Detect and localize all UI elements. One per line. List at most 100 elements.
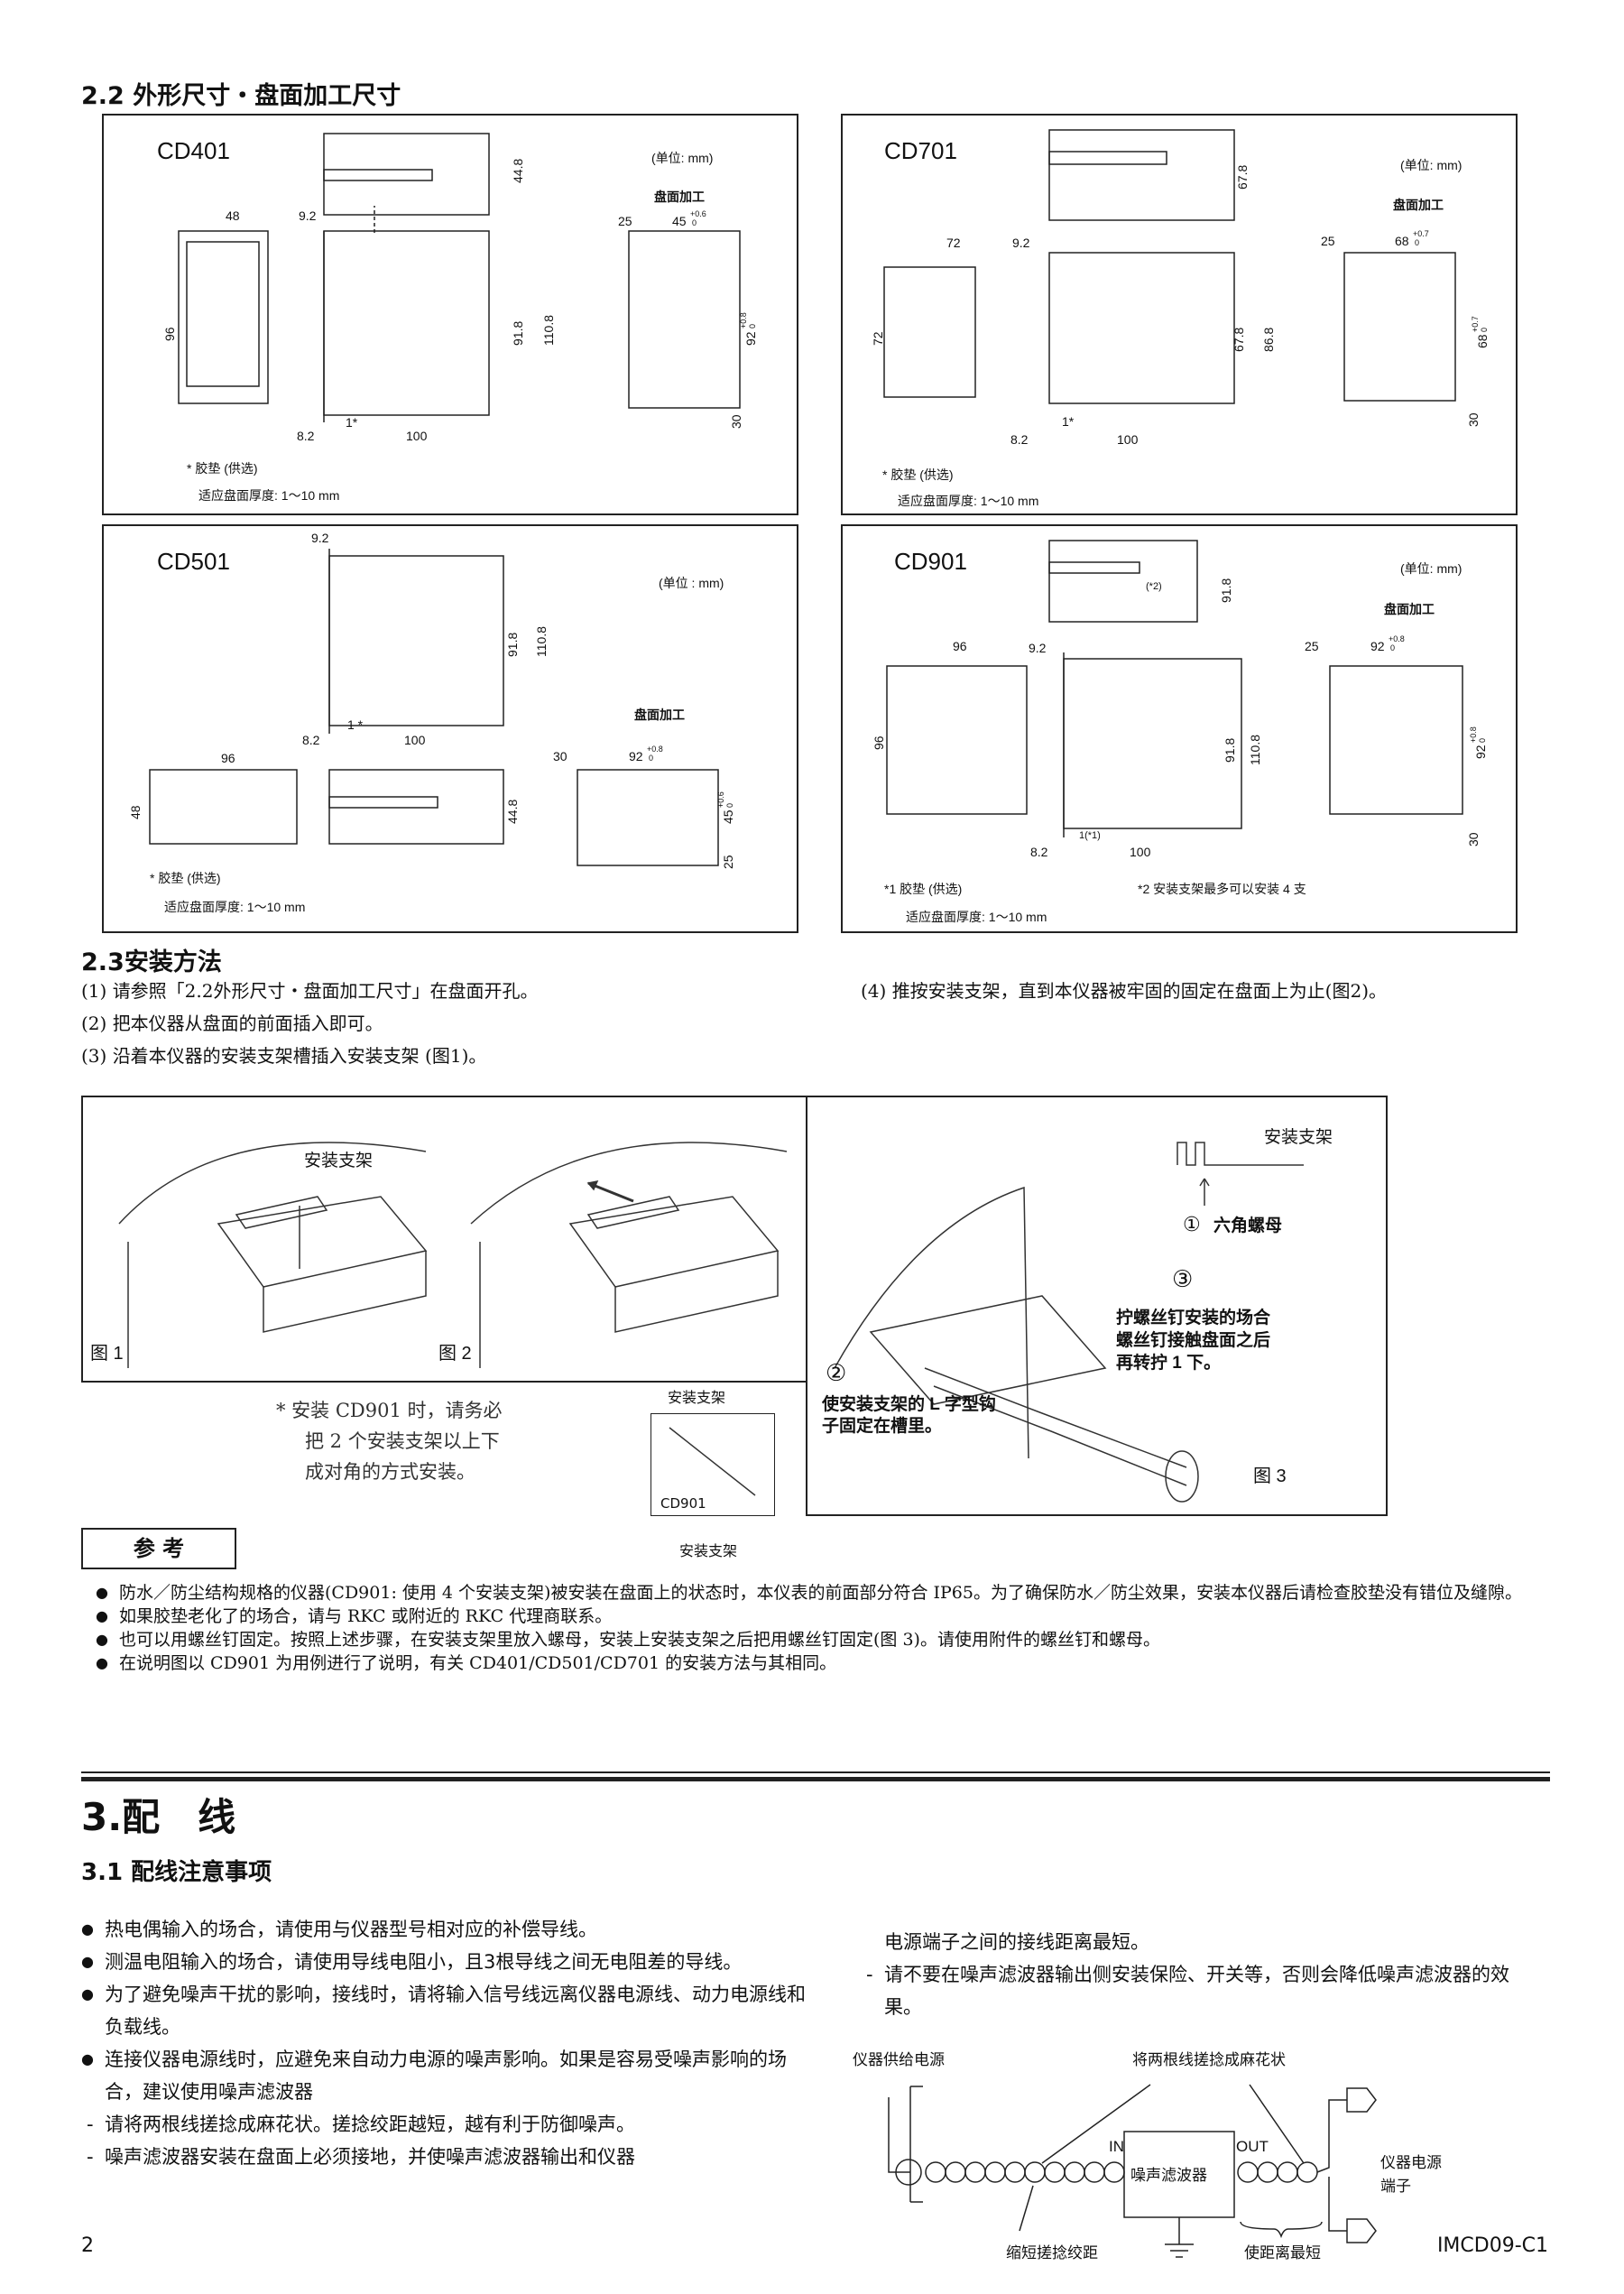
hex-nut-label: 六角螺母 [1213,1215,1282,1235]
page-number: 2 [81,2234,94,2257]
model-label: CD401 [157,137,230,164]
mini-bracket-bottom-label: 安装支架 [679,1542,738,1559]
note-line: 成对角的方式安装。 [305,1461,475,1483]
dim: 68 [1475,334,1490,348]
figure-2-caption: 图 2 [438,1344,472,1364]
dim: 1* [346,415,358,430]
tolerance: +0.8 [1389,634,1405,643]
dim: 96 [872,735,886,750]
reference-item: 也可以用螺丝钉固定。按照上述步骤，在安装支架里放入螺母，安装上安装支架之后把用螺… [96,1628,1548,1651]
step-1-marker: ① [1183,1213,1201,1235]
install-step-1: (1) 请参照「2.2外形尺寸・盘面加工尺寸」在盘面开孔。 [81,980,539,1002]
in-label: IN [1109,2138,1124,2155]
dim: 48 [226,208,240,223]
install-illustration-1-2: 安装支架 图 1 图 2 [90,1142,788,1368]
note-line: * 安装 CD901 时，请务必 [276,1400,503,1421]
install-illustration-3: 安装支架 ① 六角螺母 ③ 拧螺丝钉安装的场合 螺丝钉接触盘面之后 再转拧 1 … [821,1127,1333,1503]
tolerance: +0.8 [647,745,663,754]
cd901-install-note: * 安装 CD901 时，请务必 把 2 个安装支架以上下 成对角的方式安装。 [276,1395,503,1487]
cd501-dimension-figure: CD501 9.2 (单位 : mm) 91.8 110.8 8.2 1 * 1… [102,524,798,933]
panel-cutout-label: 盘面加工 [634,708,685,722]
dim: 86.8 [1261,328,1276,352]
dim: 72 [946,236,961,250]
section-2-2-title: 2.2 外形尺寸・盘面加工尺寸 [81,82,401,110]
section-3-title: 3.配 线 [81,1795,236,1839]
dim: 96 [221,751,235,765]
tolerance: 0 [1415,238,1419,247]
cd501-drawing: CD501 9.2 (单位 : mm) 91.8 110.8 8.2 1 * 1… [128,531,735,914]
dim: 30 [553,749,567,763]
filter-label: 噪声滤波器 [1130,2167,1207,2184]
dim: 1* [1062,414,1075,429]
wiring-dash: 请将两根线搓捻成麻花状。搓捻绞距越短，越有利于防御噪声。 [81,2108,812,2141]
dim: 92 [1473,745,1488,759]
supply-label: 仪器供给电源 [853,2051,945,2068]
dim: 44.8 [505,800,520,824]
dim: 92 [743,331,758,346]
cd701-drawing: CD701 (单位: mm) 盘面加工 72 9.2 72 67.8 86.8 … [871,129,1490,508]
cd901-dimension-figure: CD901 91.8 (*2) (单位: mm) 盘面加工 25 92 +0.8… [841,524,1518,933]
figure-1-2-panel: 安装支架 图 1 图 2 [81,1096,807,1383]
panel-cutout-label: 盘面加工 [654,190,705,204]
model-label: CD901 [894,548,967,575]
gasket-note: * 胶垫 (供选) [187,461,258,476]
screw-note-line: 拧螺丝钉安装的场合 [1116,1307,1271,1327]
diagonal-arrow-icon [669,1427,756,1496]
mini-bracket-top-label: 安装支架 [668,1389,726,1406]
figure-1-caption: 图 1 [90,1344,124,1364]
dim: 8.2 [1030,845,1048,859]
tolerance: +0.6 [690,209,706,218]
ac-source-icon [895,2159,922,2186]
supply-arrow-icon [888,2097,910,2173]
tolerance: 0 [692,218,697,227]
wiring-dash: 噪声滤波器安装在盘面上必须接地，并使噪声滤波器输出和仪器 [81,2141,812,2173]
dim: 25 [618,214,632,228]
cd901-drawing: CD901 91.8 (*2) (单位: mm) 盘面加工 25 92 +0.8… [872,540,1488,924]
tolerance: +0.7 [1471,316,1480,332]
dim: 96 [953,639,967,653]
dim: 25 [1321,234,1335,248]
tolerance: 0 [1390,643,1395,652]
reference-item: 防水／防尘结构规格的仪器(CD901: 使用 4 个安装支架)被安装在盘面上的状… [96,1581,1548,1605]
panel-thickness-note: 适应盘面厚度: 1～10 mm [164,900,305,914]
unit-label: (单位: mm) [1400,158,1462,172]
wiring-dash: 请不要在噪声滤波器输出侧安装保险、开关等，否则会降低噪声滤波器的效果。 [861,1958,1528,2023]
screw-note-line: 再转拧 1 下。 [1116,1352,1221,1373]
panel-thickness-note: 适应盘面厚度: 1～10 mm [906,910,1047,924]
dim: 8.2 [1010,432,1029,447]
tolerance: 0 [748,324,757,328]
figure-3-caption: 图 3 [1253,1466,1287,1486]
bracket-label: 安装支架 [1264,1127,1333,1147]
dim: 1(*1) [1079,830,1101,841]
twisted-wire-icon [925,2161,1318,2183]
terminal-label: 仪器电源 [1380,2154,1442,2171]
hook-note-line: 使安装支架的 L 字型钩 [821,1393,996,1414]
dim: 96 [162,327,177,341]
dim: 92 [1370,639,1385,653]
dim: 91.8 [1223,738,1237,763]
screw-note-line: 螺丝钉接触盘面之后 [1116,1329,1270,1350]
dim: 91.8 [1219,578,1233,603]
dim: 9.2 [299,208,317,223]
reference-title: 参 考 [81,1528,236,1569]
dim: 67.8 [1232,328,1246,352]
model-label: CD701 [884,137,957,164]
model-label: CD501 [157,548,230,575]
twist-label: 将两根线搓捻成麻花状 [1132,2051,1286,2068]
dim: 67.8 [1235,165,1250,190]
terminal-label: 端子 [1380,2178,1411,2195]
shortest-label: 使距离最短 [1244,2243,1321,2262]
dim: 72 [871,331,885,346]
dim: 91.8 [505,633,520,657]
section-divider-bottom [81,1777,1550,1781]
gasket-note: * 胶垫 (供选) [882,467,954,482]
dim: 91.8 [511,321,525,346]
dim: 8.2 [302,733,320,747]
cd401-drawing: CD401 (单位: mm) 盘面加工 48 9.2 96 91.8 110.8… [157,133,758,503]
terminal-icon [1346,2087,1377,2113]
wiring-notes-right: 电源端子之间的接线距离最短。 请不要在噪声滤波器输出侧安装保险、开关等，否则会降… [861,1926,1528,2023]
panel-cutout-label: 盘面加工 [1384,602,1435,616]
document-code: IMCD09-C1 [1436,2234,1548,2257]
tolerance: +0.8 [739,312,748,328]
dim: 100 [406,429,428,443]
